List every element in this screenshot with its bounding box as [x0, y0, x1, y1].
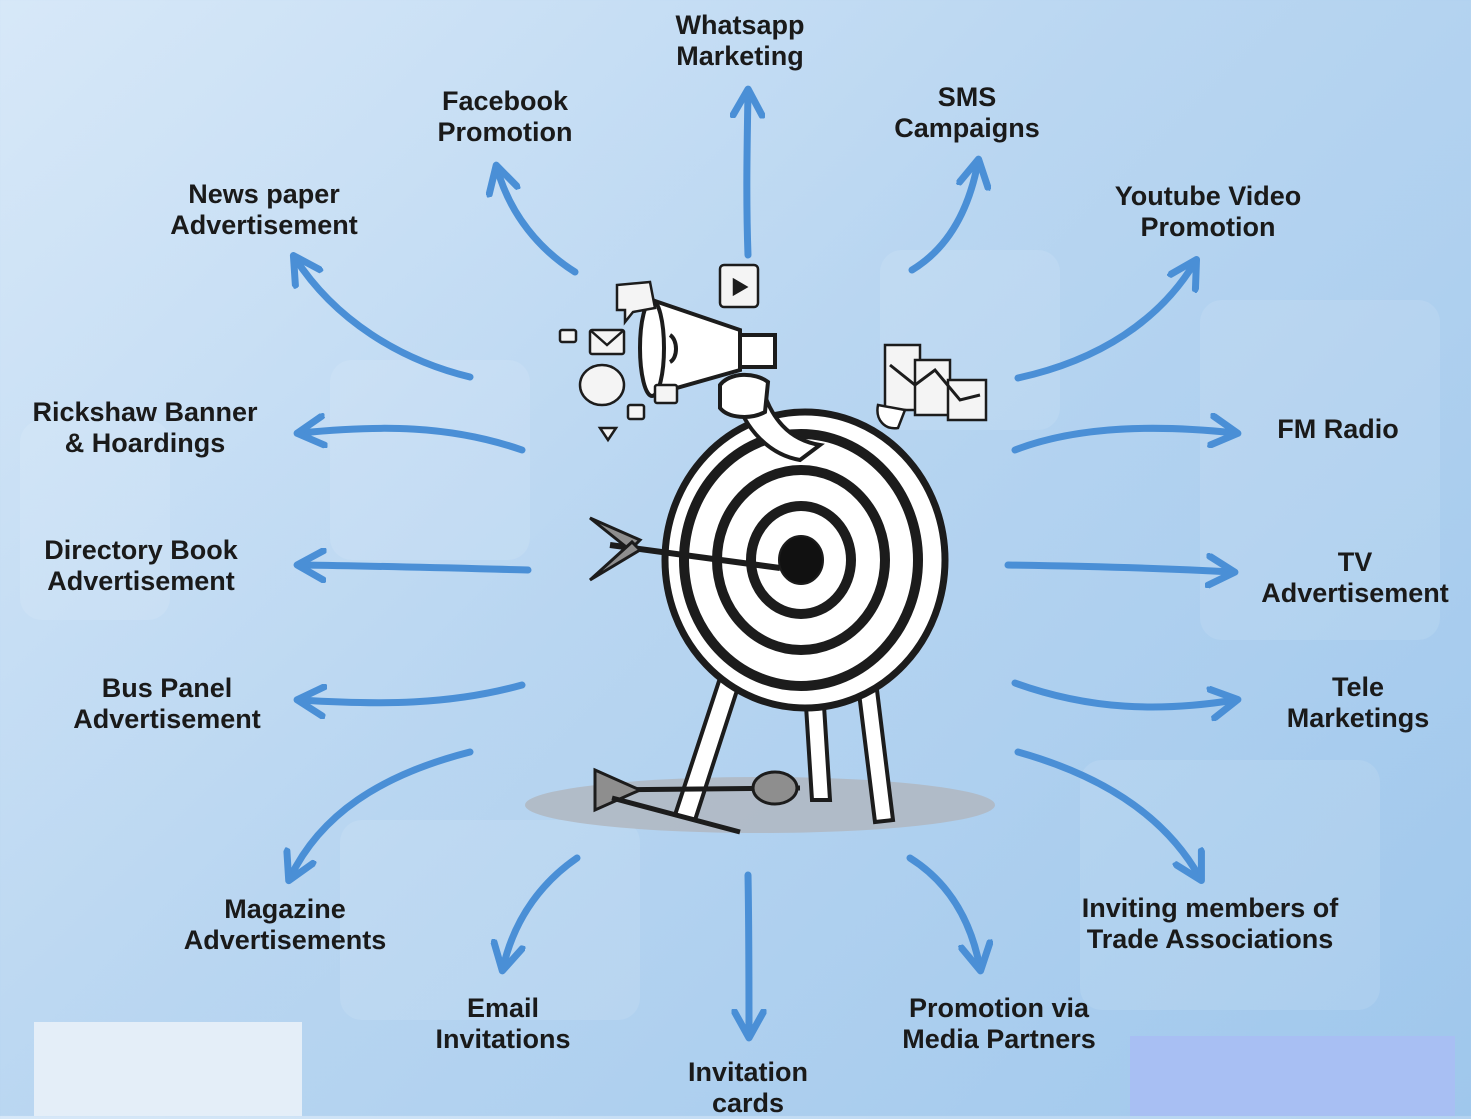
ground-darts	[593, 767, 801, 835]
label-email-invitations: Email Invitations	[435, 993, 570, 1055]
label-line: Advertisement	[73, 704, 261, 734]
label-line: Promotion	[1140, 212, 1276, 242]
arrow-email	[503, 854, 581, 968]
label-line: Facebook	[441, 86, 569, 116]
label-bus-panel-advertisement: Bus Panel Advertisement	[73, 673, 261, 735]
arrow-rickshaw	[300, 428, 526, 454]
arrow-newspaper	[295, 258, 474, 381]
label-line: Magazine	[224, 894, 346, 924]
label-directory-book-advertisement: Directory Book Advertisement	[44, 535, 238, 597]
message-icons	[558, 263, 760, 443]
label-media-partners: Promotion via Media Partners	[902, 993, 1096, 1055]
label-line: Invitation	[688, 1057, 808, 1087]
label-line: FM Radio	[1277, 414, 1399, 444]
background-tile	[1200, 300, 1440, 640]
dart-target-icon	[661, 408, 949, 712]
arrow-facebook	[497, 168, 579, 276]
label-line: Youtube Video	[1114, 181, 1302, 211]
dart-icon	[588, 516, 781, 582]
label-youtube-video-promotion: Youtube Video Promotion	[1115, 181, 1302, 243]
label-invitation-cards: Invitation cards	[688, 1057, 808, 1119]
label-line: Marketings	[1286, 703, 1430, 733]
label-line: Directory Book	[44, 535, 238, 565]
background-tile	[330, 360, 530, 560]
label-line: Advertisement	[1261, 578, 1449, 608]
label-line: Trade Associations	[1086, 924, 1334, 954]
arrow-youtube	[1014, 262, 1195, 382]
label-line: Invitations	[435, 1024, 571, 1054]
arrow-invitation	[748, 871, 749, 1035]
label-line: Email	[466, 993, 540, 1023]
arrow-bus	[300, 681, 526, 703]
chart-icon	[876, 343, 988, 430]
background-tile	[20, 420, 170, 620]
arrow-sms	[908, 162, 978, 274]
label-line: Bus Panel	[101, 673, 233, 703]
label-line: Promotion	[437, 117, 573, 147]
label-tele-marketings: Tele Marketings	[1287, 672, 1430, 734]
arrow-trade	[1014, 748, 1200, 878]
label-rickshaw-banner: Rickshaw Banner & Hoardings	[32, 397, 257, 459]
label-sms-campaigns: SMS Campaigns	[894, 82, 1040, 144]
label-line: Tele	[1331, 672, 1385, 702]
label-newspaper-advertisement: News paper Advertisement	[170, 179, 358, 241]
label-line: & Hoardings	[64, 428, 226, 458]
label-line: Media Partners	[902, 1024, 1096, 1054]
label-line: Advertisement	[170, 210, 358, 240]
label-line: Rickshaw Banner	[32, 397, 258, 427]
label-line: Whatsapp	[675, 10, 805, 40]
corner-panel-left	[34, 1022, 302, 1116]
label-line: cards	[711, 1088, 785, 1118]
megaphone-arm	[718, 372, 825, 463]
arrow-media	[906, 854, 980, 968]
megaphone-icon	[638, 297, 777, 398]
arrow-whatsapp	[747, 92, 748, 259]
label-fm-radio: FM Radio	[1277, 414, 1399, 445]
label-line: SMS	[937, 82, 997, 112]
label-magazine-advertisements: Magazine Advertisements	[184, 894, 387, 956]
label-line: Promotion via	[908, 993, 1090, 1023]
label-line: Advertisements	[183, 925, 387, 955]
arrow-directory	[300, 565, 532, 570]
corner-panel-right	[1130, 1036, 1455, 1116]
label-trade-associations: Inviting members of Trade Associations	[1082, 893, 1339, 955]
arrow-tv	[1004, 565, 1232, 572]
label-line: Advertisement	[47, 566, 235, 596]
label-line: Campaigns	[894, 113, 1040, 143]
label-facebook-promotion: Facebook Promotion	[438, 86, 573, 148]
label-line: TV	[1337, 547, 1373, 577]
arrow-magazine	[290, 748, 474, 878]
label-line: News paper	[188, 179, 340, 209]
arrow-tele	[1011, 679, 1235, 707]
label-whatsapp-marketing: Whatsapp Marketing	[675, 10, 804, 72]
background-tile	[340, 820, 640, 1020]
label-tv-advertisement: TV Advertisement	[1261, 547, 1449, 609]
label-line: Marketing	[676, 41, 804, 71]
chat-bubble-icon	[615, 280, 657, 326]
chat-bubble-icon	[578, 363, 626, 407]
arrow-fm	[1011, 428, 1235, 454]
label-line: Inviting members of	[1081, 893, 1339, 923]
